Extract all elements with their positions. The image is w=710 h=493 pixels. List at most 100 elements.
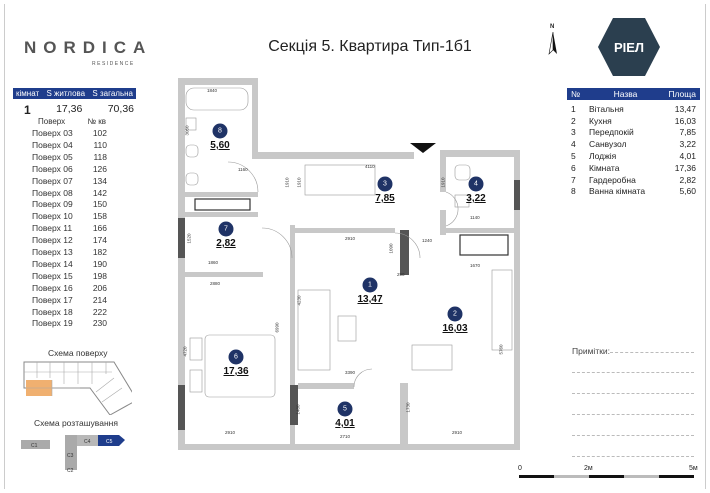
floor-name: Поверх 17 (32, 294, 73, 305)
room-name: Вітальня (589, 103, 624, 114)
apartment-number: 150 (92, 199, 107, 210)
location-scheme-title: Схема розташування (34, 418, 118, 428)
room-row: 1 Вітальня 13,47 (567, 103, 700, 115)
notes-line (572, 393, 694, 394)
room-badge: 7 (218, 221, 234, 237)
room-area-label: 3,22 (466, 193, 486, 204)
bed (204, 334, 276, 398)
dimension-label: 3050 (184, 125, 190, 136)
label-c1: C1 (31, 443, 38, 449)
room-area: 7,85 (679, 127, 696, 138)
dimension-label: 4110 (365, 164, 375, 169)
floor-name: Поверх 08 (32, 187, 73, 198)
apartment-number: 134 (92, 175, 107, 186)
dimension-label: 1090 (388, 243, 394, 254)
room-area-label: 5,60 (210, 140, 230, 151)
dimension-label: 1730 (405, 402, 411, 413)
room-area-label: 16,03 (442, 323, 468, 334)
floor-name: Поверх 10 (32, 211, 73, 222)
floor-scheme-map (23, 361, 132, 415)
room-number: 7 (571, 174, 576, 185)
room-name: Лоджія (589, 151, 617, 162)
room-area: 17,36 (674, 162, 696, 173)
section-c5 (98, 435, 125, 446)
dimension-label: 1910 (440, 177, 446, 188)
total-area: 70,36 (107, 103, 134, 115)
apartment-number: 182 (92, 247, 107, 257)
dimension-label: 1670 (470, 263, 481, 268)
dimension-label: 4230 (296, 295, 302, 306)
dimension-label: 2910 (225, 430, 236, 435)
dimension-label: 6990 (274, 322, 280, 333)
north-label: N (550, 24, 555, 30)
dimension-label: 2880 (210, 281, 221, 286)
apartment-number: 166 (92, 223, 107, 234)
coffee-table (337, 315, 357, 342)
notes-line (572, 414, 694, 415)
room-badge: 5 (337, 401, 353, 417)
page-title: Секція 5. Квартира Тип-1б1 (268, 38, 472, 55)
room-number: 1 (571, 103, 576, 114)
apartment-number: 118 (93, 151, 107, 162)
floor-row: Поверх 09 150 (32, 199, 107, 209)
room-number: 4 (571, 139, 576, 150)
sofa (297, 289, 331, 371)
room-number: 6 (571, 162, 576, 173)
dimension-label: 1840 (207, 88, 218, 93)
north-arrow-icon (548, 32, 557, 55)
scale-bar (519, 475, 694, 478)
apartment-number: 222 (92, 306, 107, 317)
apartment-number: 102 (92, 128, 107, 138)
dimension-label: 1860 (208, 260, 219, 265)
apt-col-header: № кв (87, 117, 106, 126)
room-row: 6 Кімната 17,36 (567, 162, 700, 174)
dimension-label: 2910 (345, 236, 356, 241)
room-name: Санвузол (589, 139, 627, 150)
dimension-label: 4720 (182, 346, 188, 357)
room-name: Кухня (589, 115, 612, 126)
dimension-label: 1910 (284, 177, 290, 188)
nordica-logo: NORDICA (24, 38, 153, 57)
furniture (185, 87, 513, 398)
floor-row: Поверх 07 134 (32, 176, 107, 186)
apartment-number: 158 (92, 211, 107, 222)
kitchen-counter (491, 269, 513, 351)
room-number: 2 (571, 115, 576, 126)
label-c2: C2 (67, 468, 74, 472)
room-name: Кімната (589, 162, 620, 173)
floor-name: Поверх 07 (32, 175, 73, 186)
rooms-count: 1 (24, 103, 31, 117)
room-name: Передпокій (589, 127, 634, 138)
rooms-table-header: № Назва Площа (567, 88, 700, 100)
room-number: 3 (571, 127, 576, 138)
storage-closet (194, 198, 251, 211)
room-area: 13,47 (674, 103, 696, 114)
col-number: № (571, 89, 581, 99)
header-living-area: S житлова (46, 89, 86, 98)
room-row: 3 Передпокій 7,85 (567, 127, 700, 139)
label-c4: C4 (84, 439, 91, 445)
nordica-logo-sub: RESIDENCE (92, 61, 135, 67)
floor-name: Поверх 19 (32, 318, 73, 329)
label-c3: C3 (67, 453, 74, 459)
floor-name: Поверх 09 (32, 199, 73, 210)
header-rooms: кімнат (16, 89, 40, 98)
col-name: Назва (613, 89, 638, 99)
scale-label-5m: 5м (689, 465, 698, 472)
apartment-number: 206 (92, 282, 107, 293)
apartment-number: 198 (92, 270, 107, 281)
room-badge: 3 (377, 176, 393, 192)
page-frame (4, 4, 706, 489)
dimension-label: 1140 (470, 215, 480, 220)
living-area: 17,36 (56, 103, 83, 115)
dimension-label: 2710 (340, 434, 351, 439)
room-badge: 4 (468, 176, 484, 192)
